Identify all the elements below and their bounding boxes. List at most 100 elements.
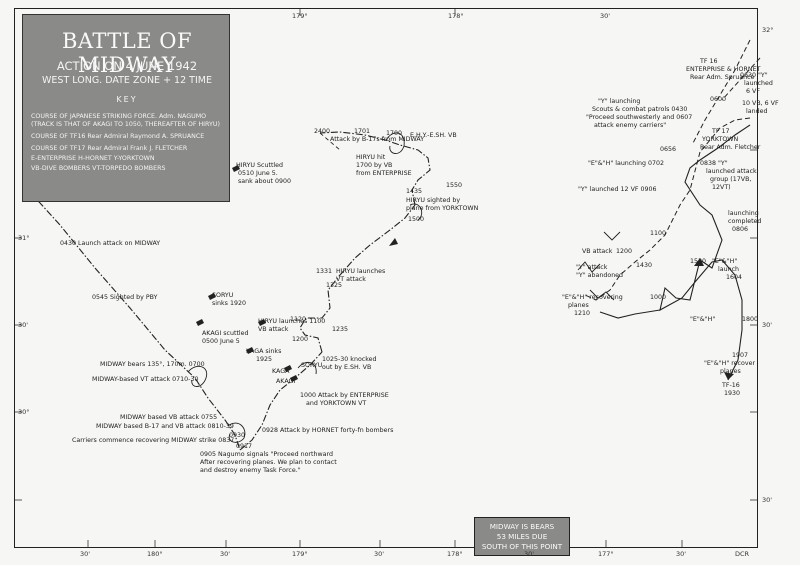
jp-label-46: from ENTERPRISE	[356, 170, 412, 177]
zig-abandoned	[589, 289, 615, 301]
japanese-track-approach	[29, 191, 241, 451]
us-label-16: 0656	[660, 146, 677, 153]
lat-31: 31°	[18, 234, 30, 242]
zig-yattack	[577, 261, 601, 273]
loop-midway-vt	[187, 365, 208, 387]
lon-top-178: 178°	[448, 12, 464, 20]
jp-label-25: out by E.SH. VB	[322, 364, 372, 371]
map-subtitle-zone: WEST LONG. DATE ZONE + 12 TIME	[42, 75, 212, 86]
lon-bottom-8: 30'	[676, 550, 687, 558]
us-label-27: VB attack	[582, 248, 613, 255]
jp-label-43: 1701	[354, 128, 371, 135]
map-subtitle-date: ACTION ON 4 JUNE 1942	[56, 59, 198, 73]
jp-label-16: 0500 June 5	[202, 338, 240, 345]
loop-1500	[409, 203, 423, 221]
jp-label-17: KAGA sinks	[246, 348, 282, 355]
lat-30c: 30'	[762, 496, 773, 504]
jp-label-48: HIRYU Scuttled	[236, 162, 284, 169]
jp-label-5: MIDWAY based B-17 and VB attack 0810-39	[96, 423, 234, 430]
us-label-19: launched attack	[706, 168, 757, 175]
lon-top-179: 179°	[292, 12, 308, 20]
jp-label-12: and destroy enemy Task Force."	[200, 467, 301, 474]
jp-label-29: 1200	[292, 336, 309, 343]
lon-bottom-3: 179°	[292, 550, 308, 558]
key-tf16: COURSE OF TF16 Rear Admiral Raymond A. S…	[31, 133, 205, 140]
jp-label-23: SORYU	[301, 362, 323, 369]
jp-label-34: 1325	[326, 282, 343, 289]
tf17-track	[584, 39, 761, 301]
key-heading: KEY	[116, 95, 138, 104]
jp-label-37: plane from YORKTOWN	[406, 205, 479, 212]
jp-label-22: AKAGI	[276, 378, 296, 385]
arrowheads	[389, 238, 734, 380]
jp-label-20: VB attack	[258, 326, 289, 333]
jp-label-14: sinks 1920	[212, 300, 246, 307]
us-label-46: 1930	[724, 390, 741, 397]
title-key-box: BATTLE OF MIDWAY ACTION ON 4 JUNE 1942 W…	[22, 14, 230, 202]
key-carriers: E-ENTERPRISE H-HORNET Y-YORKTOWN	[31, 155, 155, 162]
jp-label-3: MIDWAY-based VT attack 0710-30	[92, 376, 199, 383]
us-label-14: YORKTOWN	[702, 136, 739, 143]
jp-label-50: sank about 0900	[238, 178, 291, 185]
lon-bottom-5: 178°	[447, 550, 463, 558]
jp-label-33: VT attack	[336, 276, 366, 283]
jp-label-4: MIDWAY based VB attack 0755	[120, 414, 218, 421]
us-label-38: 1210	[574, 310, 591, 317]
lon-bottom-4: 30'	[374, 550, 385, 558]
us-zigzags	[577, 231, 621, 301]
midway-note-line1: MIDWAY IS BEARS	[489, 522, 555, 531]
us-label-20: group (17VB,	[710, 176, 752, 183]
jp-label-28: 1120	[290, 316, 307, 323]
tf16-track	[599, 124, 751, 381]
tf-north-dash-2	[721, 57, 761, 101]
zig-vb-attack	[603, 231, 621, 241]
us-label-23: launching	[728, 210, 759, 217]
key-japanese-track: (TRACK IS THAT OF AKAGI TO 1050, THEREAF…	[31, 121, 220, 128]
jp-label-45: 1700 by VB	[356, 162, 393, 169]
us-label-3: 0630 "Y"	[740, 72, 768, 79]
us-label-25: 0806	[732, 226, 749, 233]
midway-note-box: MIDWAY IS BEARS 53 MILES DUE SOUTH OF TH…	[474, 517, 570, 556]
us-label-28: "Y" attack	[576, 264, 608, 271]
lon-bottom-9: DCR	[735, 550, 750, 558]
jp-label-9: 0928 Attack by HORNET forty-fn bombers	[262, 427, 394, 434]
jp-label-13: SORYU	[212, 292, 234, 299]
action-loops	[187, 132, 423, 443]
jp-label-31: 1331	[316, 268, 333, 275]
jp-label-24: 1025-30 knocked	[322, 356, 377, 363]
lat-30b: 30'	[762, 321, 773, 329]
soryu-sink-symbol	[208, 293, 216, 300]
lon-bottom-6: 30'	[524, 550, 535, 558]
hiryu-symbol	[258, 319, 266, 326]
us-label-22: "Y" launched 12 VF 0906	[578, 186, 657, 193]
lon-bottom-2: 30'	[220, 550, 231, 558]
jp-label-6: Carriers commence recovering MIDWAY stri…	[72, 437, 235, 444]
us-label-30: 1200	[616, 248, 633, 255]
us-label-4: launched	[744, 80, 773, 87]
us-label-2: Rear Adm. Spruance	[690, 74, 755, 81]
jp-label-41: 2400	[314, 128, 331, 135]
jp-label-7: 0930	[229, 432, 246, 439]
japanese-track-hiryu-north	[319, 131, 431, 206]
hiryu-final-leg	[319, 132, 341, 151]
us-label-7: landed	[746, 108, 768, 115]
jp-label-32: HIRYU launches	[336, 268, 386, 275]
jp-label-30: 1235	[332, 326, 349, 333]
us-label-9: "Y" launching	[598, 98, 641, 105]
us-label-1: ENTERPRISE & HORNET	[686, 66, 761, 73]
tf16-west-leg	[599, 309, 661, 319]
us-label-18: 0838 "Y"	[700, 160, 728, 167]
kaga-symbol	[284, 365, 292, 372]
key-bombers: VB-DIVE BOMBERS VT-TORPEDO BOMBERS	[31, 165, 166, 172]
loop-hiryu-hit	[385, 132, 405, 154]
jp-label-36: HIRYU sighted by	[406, 197, 461, 204]
us-label-6: 10 VB, 6 VF	[742, 100, 779, 107]
lon-bottom-0: 30'	[80, 550, 91, 558]
hiryu-scuttle-symbol	[232, 165, 240, 172]
arrow-tf16-south	[724, 372, 734, 380]
us-label-13: TF 17	[712, 128, 730, 135]
us-label-17: "E"&"H" launching 0702	[588, 160, 665, 167]
us-label-39: 1000	[650, 294, 667, 301]
loop-0930	[227, 422, 246, 443]
